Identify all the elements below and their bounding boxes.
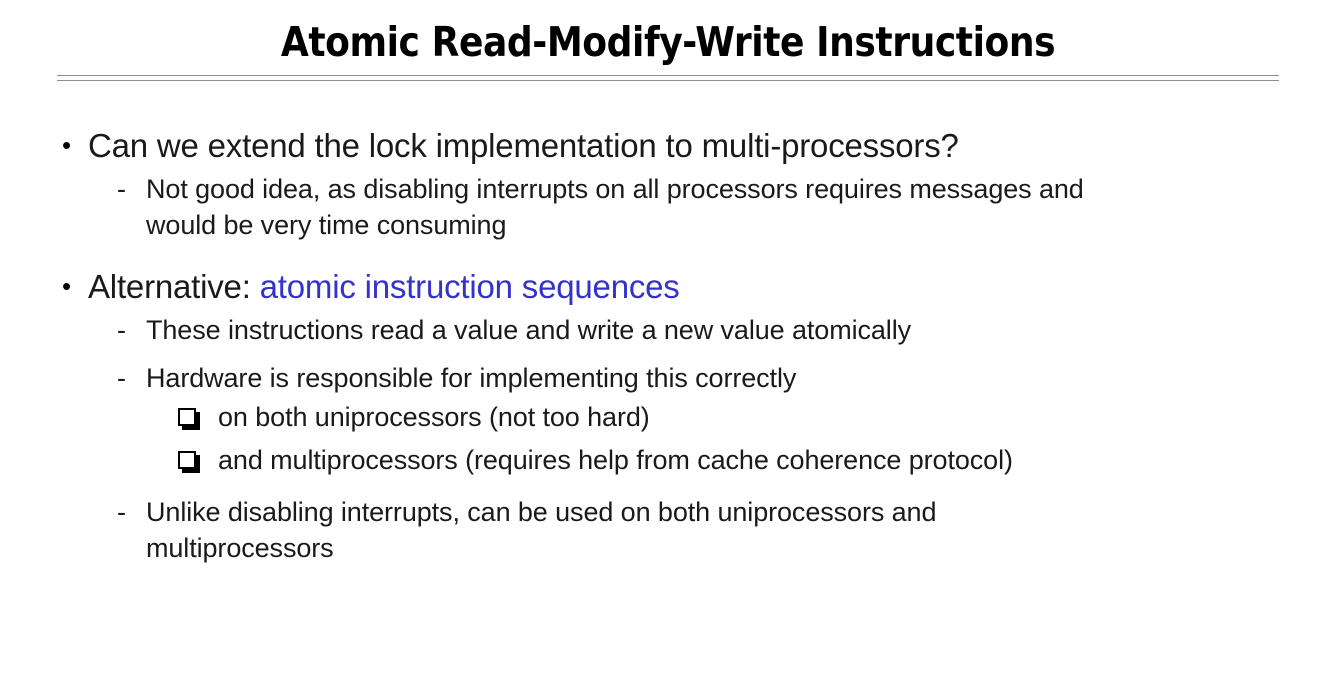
bullet-dot-icon: • [62, 130, 71, 160]
divider-line-bottom [57, 80, 1279, 81]
dash-icon: - [117, 174, 126, 204]
bullet-dot-icon: • [62, 271, 71, 301]
spacer-1 [0, 243, 1336, 265]
slide-body: • Can we extend the lock implementation … [0, 124, 1336, 566]
sub-bullet-2-3-line-1: Unlike disabling interrupts, can be used… [146, 497, 937, 527]
sub-bullet-2-1: - These instructions read a value and wr… [0, 312, 1336, 348]
spacer-3 [0, 482, 1336, 494]
sub-bullet-2-3-line-2: multiprocessors [146, 533, 334, 563]
sub-bullet-1-1-line-2: would be very time consuming [146, 210, 507, 240]
sub-bullet-2-1-label: These instructions read a value and writ… [146, 315, 911, 345]
dash-icon: - [117, 497, 126, 527]
divider-line-top [57, 75, 1279, 76]
sub-bullet-2-2: - Hardware is responsible for implementi… [0, 360, 1336, 396]
bullet-item-1: • Can we extend the lock implementation … [0, 124, 1336, 167]
bullet-item-2-lead: Alternative: [88, 268, 260, 305]
square-box-icon [178, 451, 196, 469]
page-title: Atomic Read-Modify-Write Instructions [280, 18, 1056, 66]
dash-icon: - [117, 315, 126, 345]
box-bullet-2-2-1-label: on both uniprocessors (not too hard) [218, 402, 650, 432]
spacer-2 [0, 348, 1336, 360]
sub-bullet-2-2-label: Hardware is responsible for implementing… [146, 363, 797, 393]
title-block: Atomic Read-Modify-Write Instructions [0, 18, 1336, 66]
bullet-item-2-highlight: atomic instruction sequences [259, 268, 680, 305]
bullet-item-1-label: Can we extend the lock implementation to… [88, 127, 959, 164]
box-bullet-2-2-2-label: and multiprocessors (requires help from … [218, 445, 1013, 475]
box-bullet-2-2-2: and multiprocessors (requires help from … [0, 439, 1336, 482]
sub-bullet-1-1: - Not good idea, as disabling interrupts… [0, 171, 1336, 243]
sub-bullet-2-3: - Unlike disabling interrupts, can be us… [0, 494, 1336, 566]
box-bullet-2-2-1: on both uniprocessors (not too hard) [0, 396, 1336, 439]
square-box-icon [178, 408, 196, 426]
bullet-item-2: • Alternative: atomic instruction sequen… [0, 265, 1336, 308]
sub-bullet-1-1-line-1: Not good idea, as disabling interrupts o… [146, 174, 1084, 204]
title-divider [57, 75, 1279, 83]
dash-icon: - [117, 363, 126, 393]
